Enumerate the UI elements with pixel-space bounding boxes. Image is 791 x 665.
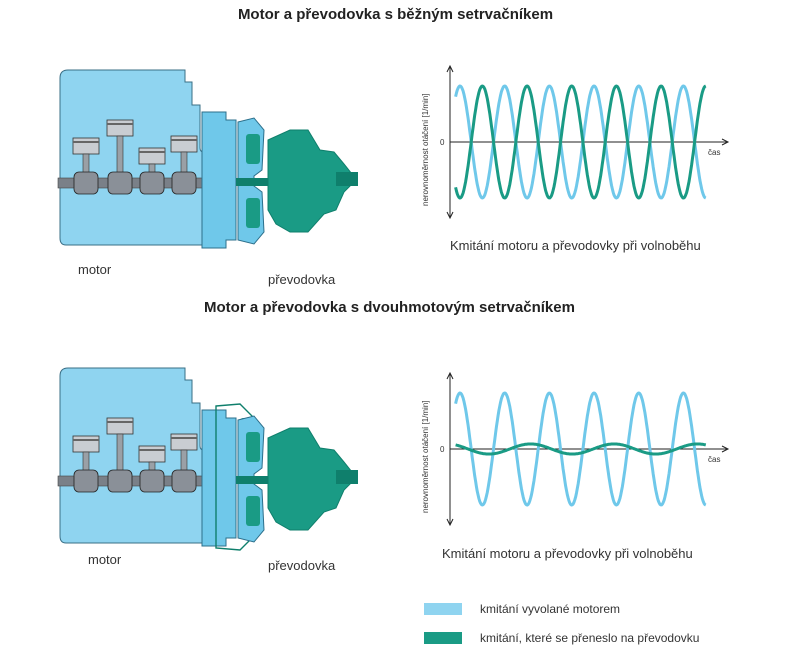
piston-ring-3 xyxy=(139,151,165,153)
input-shaft xyxy=(236,476,276,484)
title-bottom: Motor a převodovka s dvouhmotovým setrva… xyxy=(204,299,575,316)
chart-top: 0 čas nerovnoměrnost otáčení [1/min] xyxy=(421,64,730,220)
series-line-2 xyxy=(454,84,707,200)
piston-1 xyxy=(72,137,100,155)
crank-journal-3 xyxy=(139,171,165,195)
y-axis-label: nerovnoměrnost otáčení [1/min] xyxy=(421,400,430,513)
piston-2 xyxy=(106,417,134,435)
piston-3 xyxy=(138,445,166,463)
clutch-disc-upper xyxy=(246,134,260,164)
legend-label-transmission: kmitání, které se přeneslo na převodovku xyxy=(480,631,700,645)
chart-bottom: 0 čas nerovnoměrnost otáčení [1/min] xyxy=(421,371,730,527)
piston-2 xyxy=(106,119,134,137)
crank-journal-2 xyxy=(107,469,133,493)
flywheel xyxy=(201,111,237,249)
legend-item-engine: kmitání vyvolané motorem xyxy=(424,599,620,619)
engine-illustration-top xyxy=(57,69,358,249)
engine-illustration-bottom xyxy=(57,367,358,551)
zero-tick-label: 0 xyxy=(440,138,445,147)
crank-journal-1 xyxy=(73,469,99,493)
output-shaft xyxy=(336,172,358,186)
piston-3 xyxy=(138,147,166,165)
legend-item-transmission: kmitání, které se přeneslo na převodovku xyxy=(424,628,699,648)
clutch-disc-upper xyxy=(246,432,260,462)
legend-swatch-transmission xyxy=(424,632,462,644)
y-axis-arrow-up xyxy=(446,64,454,73)
series-line-1 xyxy=(454,391,707,507)
zero-tick-label: 0 xyxy=(440,445,445,454)
series-line-2 xyxy=(454,442,707,456)
flywheel xyxy=(201,409,237,547)
x-axis-label: čas xyxy=(708,148,720,157)
engine-block xyxy=(59,69,209,246)
clutch-disc-lower xyxy=(246,496,260,526)
piston-ring-4 xyxy=(171,437,197,439)
clutch-disc-lower xyxy=(246,198,260,228)
gearbox-label-bottom: převodovka xyxy=(268,558,336,573)
chart-caption-top: Kmitání motoru a převodovky při volnoběh… xyxy=(450,238,701,253)
gearbox-label-top: převodovka xyxy=(268,272,336,287)
engine-label-top: motor xyxy=(78,262,112,277)
engine-label-bottom: motor xyxy=(88,552,122,567)
x-axis-arrow xyxy=(721,138,730,146)
legend-label-engine: kmitání vyvolané motorem xyxy=(480,602,621,616)
engine-block xyxy=(59,367,209,544)
legend-swatch-engine xyxy=(424,603,462,615)
gearbox-body xyxy=(267,427,353,531)
crank-journal-4 xyxy=(171,171,197,195)
piston-ring-4 xyxy=(171,139,197,141)
y-axis-arrow-up xyxy=(446,371,454,380)
series-line-1 xyxy=(454,84,707,200)
chart-caption-bottom: Kmitání motoru a převodovky při volnoběh… xyxy=(442,546,693,561)
input-shaft xyxy=(236,178,276,186)
y-axis-arrow-down xyxy=(446,518,454,527)
output-shaft xyxy=(336,470,358,484)
gearbox-body xyxy=(267,129,353,233)
crank-journal-4 xyxy=(171,469,197,493)
piston-ring-1 xyxy=(73,141,99,143)
piston-1 xyxy=(72,435,100,453)
y-axis-arrow-down xyxy=(446,211,454,220)
y-axis-label: nerovnoměrnost otáčení [1/min] xyxy=(421,93,430,206)
crank-journal-2 xyxy=(107,171,133,195)
piston-4 xyxy=(170,433,198,451)
crank-journal-1 xyxy=(73,171,99,195)
piston-ring-1 xyxy=(73,439,99,441)
piston-4 xyxy=(170,135,198,153)
piston-ring-2 xyxy=(107,421,133,423)
piston-ring-2 xyxy=(107,123,133,125)
piston-ring-3 xyxy=(139,449,165,451)
x-axis-arrow xyxy=(721,445,730,453)
crank-journal-3 xyxy=(139,469,165,493)
x-axis-label: čas xyxy=(708,455,720,464)
title-top: Motor a převodovka s běžným setrvačníkem xyxy=(237,6,554,23)
